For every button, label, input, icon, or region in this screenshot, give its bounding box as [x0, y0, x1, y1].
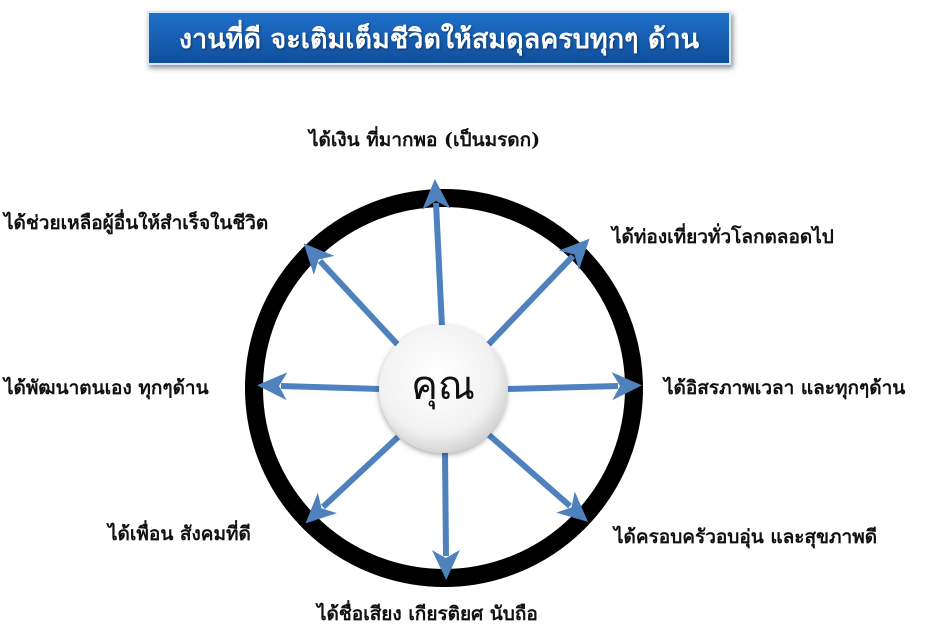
outcome-self-development-label: ได้พัฒนาตนเอง ทุกๆด้าน	[4, 377, 209, 399]
outcome-friends-label: ได้เพื่อน สังคมที่ดี	[108, 523, 251, 545]
arrow-self-development	[257, 372, 381, 401]
center-hub	[379, 325, 507, 453]
arrow-friends	[305, 434, 401, 524]
outcome-travel-label: ได้ท่องเที่ยวทั่วโลกตลอดไป	[612, 226, 834, 248]
arrow-help-others	[303, 243, 401, 348]
outcome-reputation-label: ได้ชื่อเสียง เกียรติยศ นับถือ	[317, 603, 538, 625]
arrow-travel	[485, 238, 590, 348]
outcome-help-others-label: ได้ช่วยเหลือผู้อื่นให้สำเร็จในชีวิต	[4, 212, 269, 234]
arrow-money	[422, 179, 451, 328]
outcome-family-label: ได้ครอบครัวอบอุ่น และสุขภาพดี	[614, 526, 878, 548]
page-title: งานที่ดี จะเติมเต็มชีวิตให้สมดุลครบทุกๆ …	[178, 23, 700, 55]
title-banner: งานที่ดี จะเติมเต็มชีวิตให้สมดุลครบทุกๆ …	[147, 11, 731, 65]
outcome-freedom-label: ได้อิสรภาพเวลา และทุกๆด้าน	[664, 377, 906, 399]
center-label: คุณ	[411, 363, 475, 409]
arrow-freedom	[507, 372, 642, 401]
arrow-reputation	[431, 452, 460, 580]
arrow-family	[487, 432, 589, 522]
outcome-money-label: ได้เงิน ที่มากพอ (เป็นมรดก)	[309, 129, 541, 151]
